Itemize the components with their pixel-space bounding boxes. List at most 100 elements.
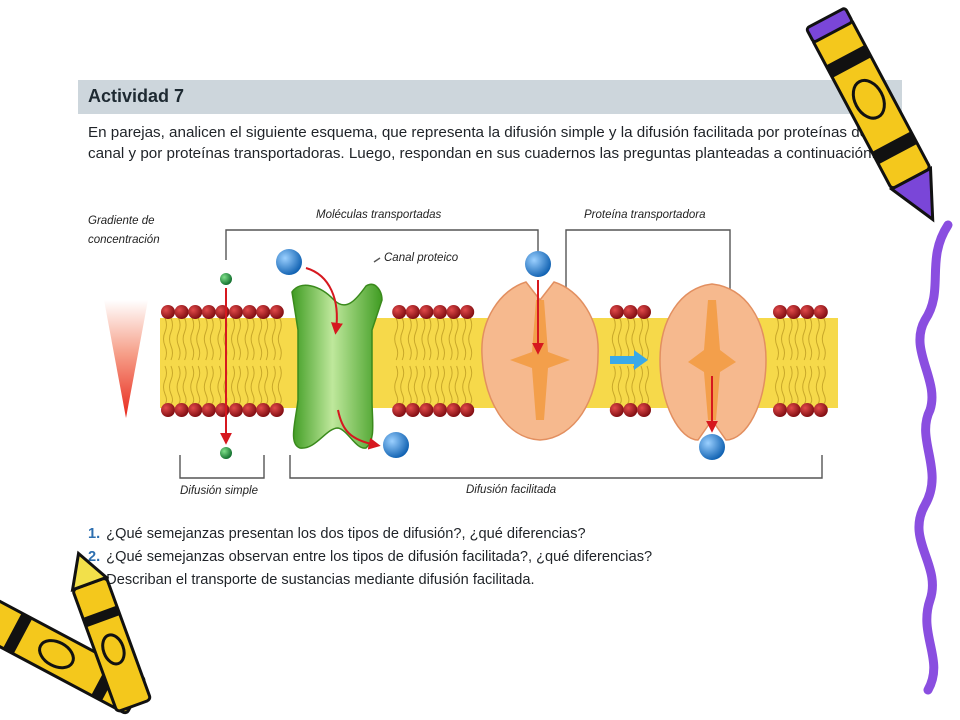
lipid-tail [271, 365, 276, 405]
lipid-head [773, 403, 787, 417]
channel-molecule-top [276, 249, 302, 275]
lipid-head [161, 305, 175, 319]
lipid-tail [163, 365, 167, 405]
small-molecule-top [220, 273, 232, 285]
lipid-tail [821, 317, 826, 361]
crayon-bottom-left-2-icon [70, 550, 152, 713]
channel-molecule-bottom [383, 432, 409, 458]
lipid-head [269, 403, 284, 417]
lipid-tail [781, 365, 785, 405]
lipid-tails [163, 317, 826, 405]
lipid-tail [815, 317, 820, 361]
lipid-tail [209, 317, 214, 361]
lipid-tail [169, 365, 173, 405]
lipid-tail [176, 365, 181, 405]
lipid-head [188, 305, 203, 319]
lipid-tail [244, 317, 249, 361]
lipid-head [269, 305, 284, 319]
channel-protein [291, 283, 383, 449]
lipid-tail [421, 365, 426, 405]
lipid-head [419, 305, 434, 319]
channel-exit-arrow [337, 409, 381, 450]
lipid-tail [250, 365, 255, 405]
lipid-tail [182, 317, 187, 361]
lipid-tail [815, 365, 820, 405]
crayon-top-right-icon [805, 7, 935, 223]
lipid-tail [645, 317, 649, 361]
lipid-tail [264, 317, 269, 361]
carrier-molecule-bottom [699, 434, 725, 460]
lipid-head [623, 305, 638, 319]
lipid-tail [617, 317, 622, 361]
lipid-tail [400, 317, 405, 361]
lipid-tail [163, 317, 167, 361]
lipid-head [188, 403, 203, 417]
lipid-tail [209, 365, 214, 405]
label-gradient-line1: Gradiente de [88, 215, 155, 227]
lipid-head [446, 403, 461, 417]
lipid-tail [808, 365, 813, 405]
label-molecules: Moléculas transportadas [316, 209, 442, 221]
lipid-heads [161, 305, 828, 417]
lipid-tail [413, 317, 418, 361]
lipid-tail [244, 365, 249, 405]
lipid-tail [775, 317, 779, 361]
lipid-head [242, 305, 257, 319]
lipid-head [229, 305, 243, 319]
lipid-tail [427, 365, 432, 405]
lipid-tail [435, 365, 439, 405]
lipid-tail [454, 365, 459, 405]
purple-squiggle-decoration [914, 220, 953, 695]
lipid-head [201, 403, 216, 417]
label-facilitated-diffusion: Difusión facilitada [466, 484, 557, 496]
lipid-head [201, 305, 216, 319]
lipid-head [637, 305, 651, 319]
lipid-head [609, 403, 624, 417]
lipid-tail [231, 317, 235, 361]
lipid-tail [237, 365, 241, 405]
lipid-tail [808, 317, 813, 361]
lipid-tail [203, 365, 208, 405]
lipid-tail [258, 317, 263, 361]
carrier-molecule-top [525, 251, 551, 277]
lipid-tail [196, 317, 201, 361]
lipid-tail [435, 317, 439, 361]
lipid-tail [190, 317, 195, 361]
lipid-head [392, 305, 407, 319]
lipid-tail [258, 365, 263, 405]
lipid-tail [631, 365, 636, 405]
lipid-tail [462, 317, 467, 361]
lipid-tail [413, 365, 418, 405]
lipid-tail [645, 365, 649, 405]
lipid-head [433, 305, 447, 319]
question-text: ¿Qué semejanzas presentan los dos tipos … [106, 526, 586, 542]
lipid-head [174, 403, 189, 417]
lipid-head [773, 305, 787, 319]
lipid-head [433, 403, 447, 417]
lipid-head [242, 403, 257, 417]
lipid-tail [217, 317, 222, 361]
lipid-head [637, 403, 651, 417]
lipid-tail [448, 365, 453, 405]
lipid-tail [182, 365, 187, 405]
lipid-tail [611, 317, 616, 361]
lipid-head [446, 305, 461, 319]
question-number: 1. [88, 526, 101, 542]
conformational-change-arrow [610, 350, 648, 370]
activity-header-bar [78, 80, 902, 114]
lipid-tail [264, 365, 269, 405]
lipid-tail [394, 317, 399, 361]
lipid-tail [190, 365, 195, 405]
lipid-tail [788, 365, 793, 405]
lipid-tail [794, 317, 799, 361]
lipid-tail [821, 365, 826, 405]
lipid-tail [407, 365, 412, 405]
activity-intro: En parejas, analicen el siguiente esquem… [88, 124, 876, 162]
lipid-tail [421, 317, 426, 361]
lipid-tail [639, 365, 643, 405]
lipid-head [392, 403, 407, 417]
lipid-tail [250, 317, 255, 361]
lipid-tail [277, 365, 282, 405]
